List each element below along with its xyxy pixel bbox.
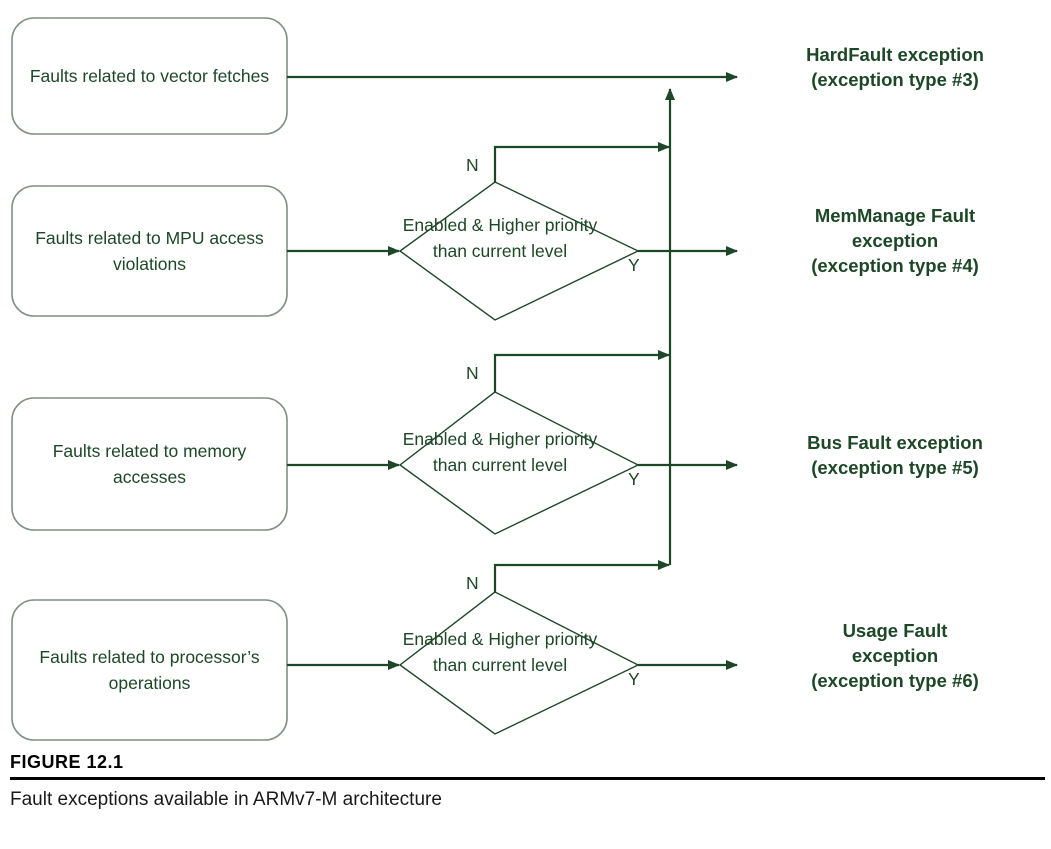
outcome-usagefault-line3: (exception type #6) <box>811 670 979 691</box>
edge-decision-usagefault-no <box>493 560 670 592</box>
outcome-memmanage-line1: MemManage Fault <box>814 205 976 226</box>
flowchart-graphic <box>11 17 738 741</box>
branch-label-no-usagefault: N <box>466 573 479 593</box>
source-box-processor-operations <box>11 599 288 741</box>
outcome-label-memmanage: MemManage Fault exception (exception typ… <box>755 203 1035 278</box>
branch-label-no-memmanage: N <box>466 155 479 175</box>
decision-label-busfault: Enabled & Higher priority than current l… <box>402 429 598 475</box>
figure-number: FIGURE 12.1 <box>10 752 124 772</box>
branch-label-no-busfault: N <box>466 363 479 383</box>
outcome-hardfault-line2: (exception type #3) <box>811 69 979 90</box>
branch-label-yes-usagefault: Y <box>628 669 640 689</box>
outcome-usagefault-line1: Usage Fault <box>842 620 948 641</box>
edge-decision-memmanage-no <box>493 142 670 182</box>
outcome-memmanage-line2: exception <box>851 230 939 251</box>
outcome-label-busfault: Bus Fault exception (exception type #5) <box>755 430 1035 480</box>
source-label-vector-fetches: Faults related to vector fetches <box>29 66 270 86</box>
edge-decision-busfault-no <box>493 350 670 392</box>
branch-label-yes-memmanage: Y <box>628 255 640 275</box>
outcome-hardfault-line1: HardFault exception <box>806 44 984 65</box>
branch-label-yes-busfault: Y <box>628 469 640 489</box>
decision-diamond-busfault <box>398 391 640 535</box>
source-label-mpu-access-violations: Faults related to MPU access violations <box>35 228 264 274</box>
outcome-busfault-line2: (exception type #5) <box>811 457 979 478</box>
decision-label-memmanage: Enabled & Higher priority than current l… <box>402 215 598 261</box>
source-label-processor-operations: Faults related to processor’s operations <box>39 647 260 693</box>
decision-diamond-memmanage <box>398 181 640 321</box>
figure-divider <box>10 777 1045 780</box>
source-label-memory-accesses: Faults related to memory accesses <box>52 441 247 487</box>
outcome-label-usagefault: Usage Fault exception (exception type #6… <box>755 618 1035 693</box>
figure-caption-text: Fault exceptions available in ARMv7-M ar… <box>10 789 442 810</box>
outcome-memmanage-line3: (exception type #4) <box>811 255 979 276</box>
decision-diamond-usagefault <box>398 591 640 735</box>
outcome-label-hardfault: HardFault exception (exception type #3) <box>755 42 1035 92</box>
decision-label-usagefault: Enabled & Higher priority than current l… <box>402 629 598 675</box>
figure-caption-block: FIGURE 12.1 Fault exceptions available i… <box>10 752 1045 811</box>
outcome-busfault-line1: Bus Fault exception <box>807 432 983 453</box>
outcome-usagefault-line2: exception <box>851 645 939 666</box>
